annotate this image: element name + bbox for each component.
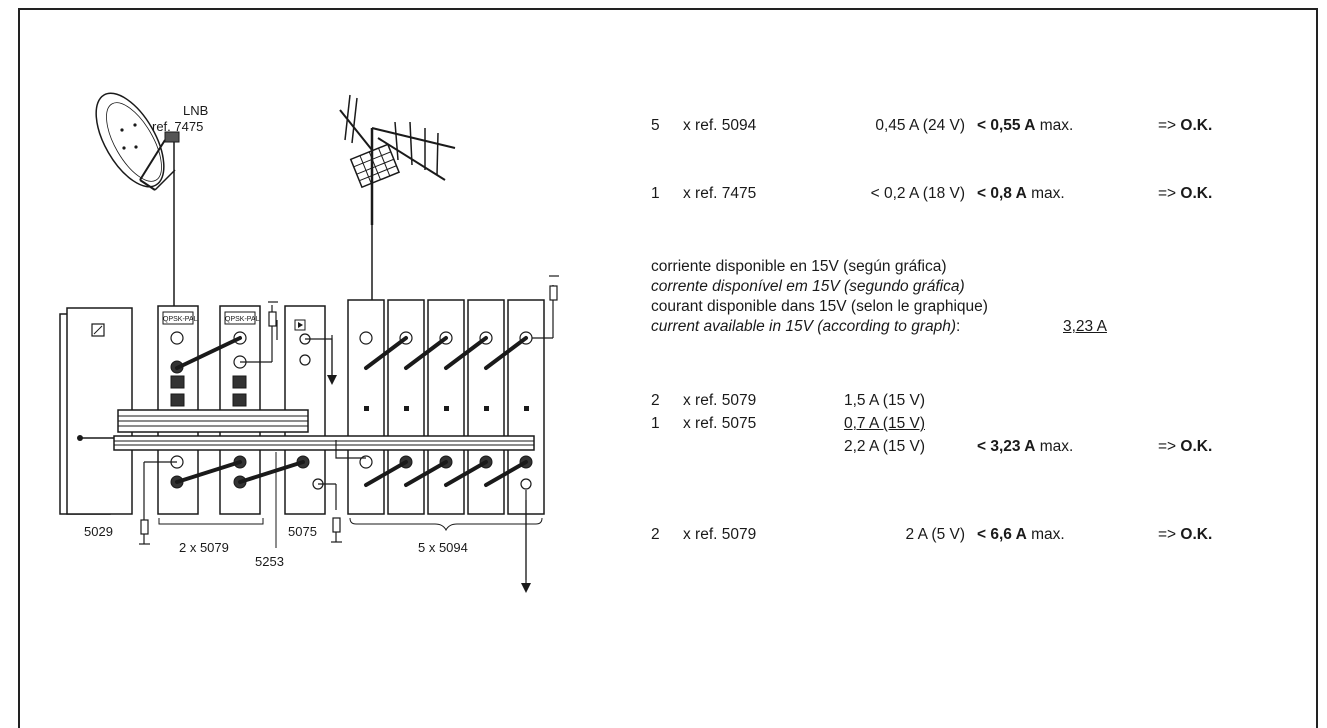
terminations — [139, 275, 559, 545]
jumper-cables — [175, 336, 528, 487]
amplifier-module-3 — [427, 299, 465, 515]
note-fr: courant disponible dans 15V (selon le gr… — [651, 298, 988, 315]
amplifier-module-4 — [467, 299, 505, 515]
dimension-brackets — [158, 452, 543, 548]
lnb-label: LNB — [183, 103, 208, 118]
satellite-dish-icon — [95, 92, 180, 191]
note-pt: corrente disponível em 15V (segundo gráf… — [651, 278, 965, 295]
lnb-ref-label: ref. 7475 — [152, 119, 203, 134]
power-supply-5029 — [59, 307, 133, 515]
amplifier-module-1 — [347, 299, 385, 515]
psu-label: 5029 — [84, 524, 113, 539]
svg-text:QPSK-PAL: QPSK-PAL — [163, 316, 198, 323]
installation-diagram: LNB ref. 7475 5029 — [59, 92, 559, 593]
note-es: corriente disponible en 15V (según gráfi… — [651, 258, 947, 275]
receivers-label: 2 x 5079 — [179, 540, 229, 555]
terrestrial-antenna-icon — [339, 94, 456, 225]
amplifiers-label: 5 x 5094 — [418, 540, 468, 555]
amplifier-module-2 — [387, 299, 425, 515]
mixer-module-5075 — [284, 305, 326, 515]
power-calculation: 5 x ref. 5094 0,45 A (24 V) < 0,55 A max… — [651, 117, 1213, 543]
page-frame — [18, 8, 1318, 728]
mixer-label: 5075 — [288, 524, 317, 539]
svg-text:QPSK-PAL: QPSK-PAL — [225, 316, 260, 323]
amplifier-module-5 — [507, 299, 545, 515]
available-current: 3,23 A — [1063, 318, 1107, 335]
busbar-label: 5253 — [255, 554, 284, 569]
bus-bar-5253 — [82, 409, 535, 451]
note-en: current available in 15V (according to g… — [651, 318, 961, 335]
